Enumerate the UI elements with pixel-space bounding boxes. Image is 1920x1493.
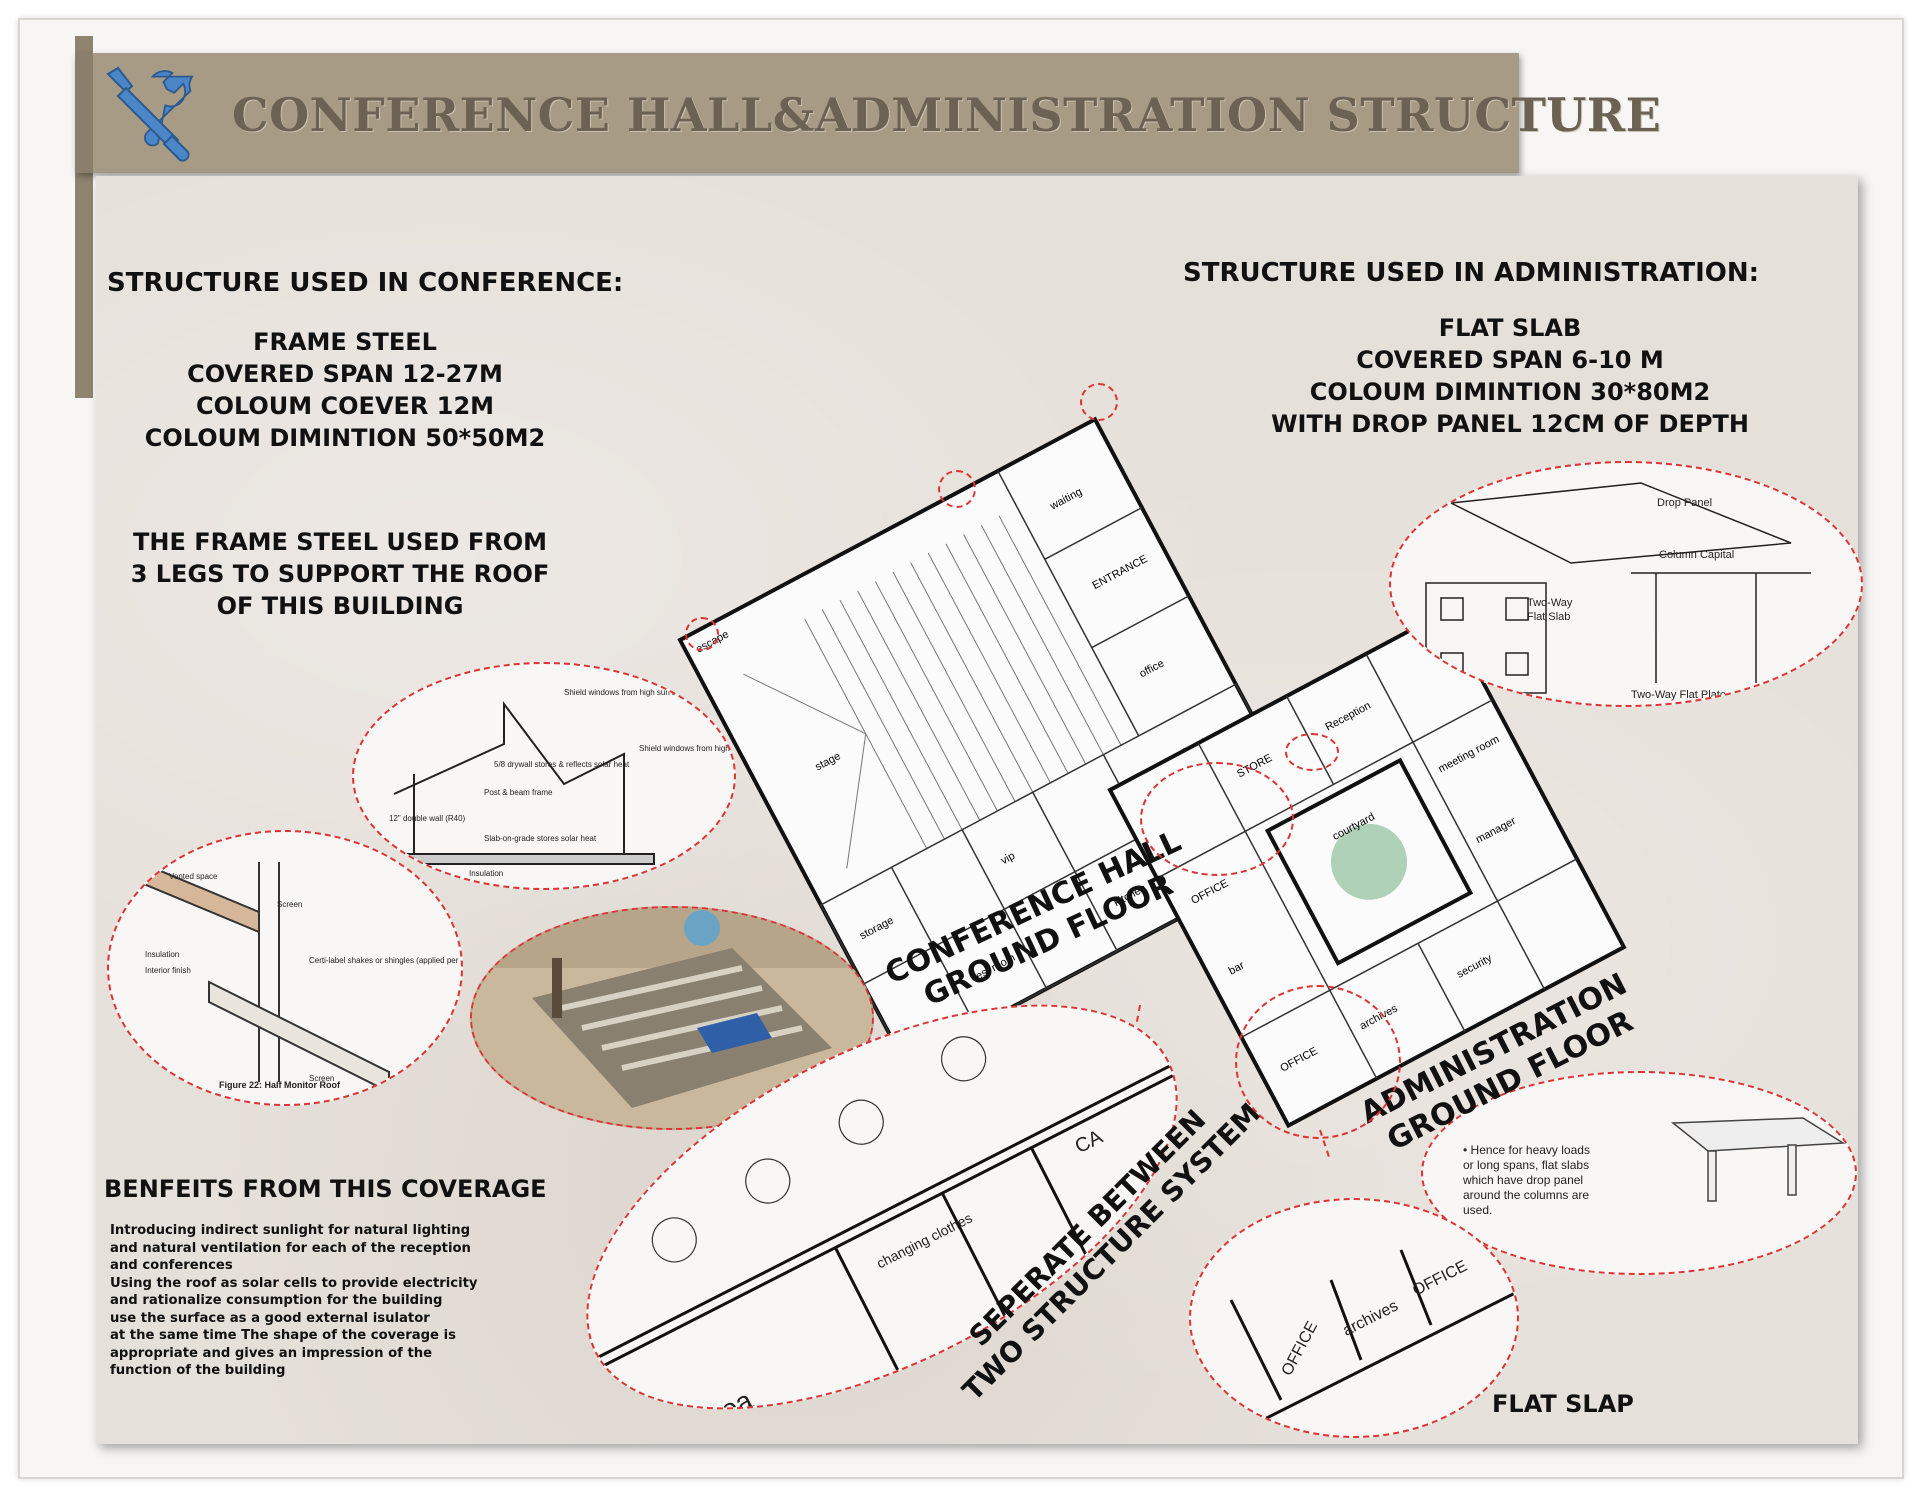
- highlight-circle: [938, 470, 976, 508]
- highlight-circle: [685, 617, 719, 651]
- conference-note: THE FRAME STEEL USED FROM 3 LEGS TO SUPP…: [130, 528, 550, 620]
- highlight-circle: [1080, 383, 1118, 421]
- conference-hall-plan: stage waiting ENTRANCE office escape sto…: [677, 416, 1324, 1067]
- flat-slap-label: FLAT SLAP: [1492, 1390, 1634, 1418]
- tools-icon: [106, 66, 194, 162]
- page-title: CONFERENCE HALL&ADMINISTRATION STRUCTURE: [232, 88, 1662, 142]
- conference-specs: FRAME STEEL COVERED SPAN 12-27M COLOUM C…: [144, 328, 546, 452]
- flat-slab-note-text: • Hence for heavy loads or long spans, f…: [1463, 1143, 1590, 1217]
- highlight-ellipse: [1140, 762, 1294, 876]
- flat-slab-note: • Hence for heavy loads or long spans, f…: [1421, 1071, 1857, 1275]
- benefits-body: Introducing indirect sunlight for natura…: [110, 1223, 478, 1378]
- highlight-circle: [1285, 733, 1339, 771]
- benefits-heading: BENFEITS FROM THIS COVERAGE: [104, 1175, 547, 1203]
- conference-heading: STRUCTURE USED IN CONFERENCE:: [107, 268, 624, 298]
- drop-panel-detail: Drop Panel Column Capital Two-Way Flat S…: [1389, 461, 1863, 707]
- title-bar: [75, 53, 1519, 173]
- monitor-roof-detail: Shield windows from high sun angle 5/8 d…: [352, 662, 736, 890]
- administration-specs: FLAT SLAB COVERED SPAN 6-10 M COLOUM DIM…: [1271, 314, 1749, 438]
- highlight-ellipse: [1235, 985, 1401, 1139]
- half-monitor-roof-detail: Screen Insulation Interior finish Certi-…: [107, 830, 463, 1106]
- administration-heading: STRUCTURE USED IN ADMINISTRATION:: [1183, 258, 1760, 288]
- floor-plans: stage waiting ENTRANCE office escape sto…: [677, 416, 1627, 1160]
- separation-zoom: changing clothes brea CA: [523, 920, 1241, 1493]
- room-vip: vip: [999, 850, 1017, 867]
- admin-zoom: OFFICE archives OFFICE: [1189, 1198, 1519, 1438]
